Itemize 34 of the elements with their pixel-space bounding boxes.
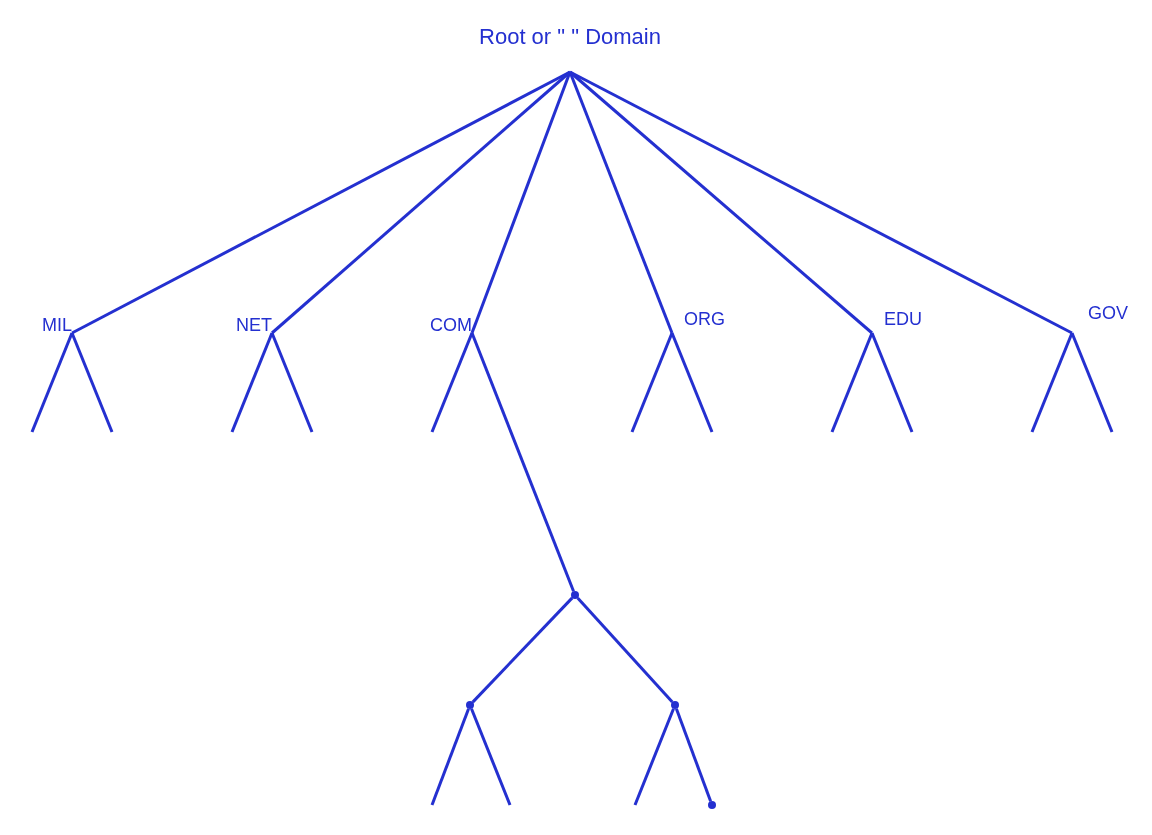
tree-branch-line bbox=[870, 332, 914, 433]
tree-branch-line bbox=[568, 71, 674, 334]
domain-label: EDU bbox=[872, 310, 928, 334]
tree-branch-line bbox=[830, 332, 874, 433]
tree-branch-line bbox=[430, 708, 470, 806]
domain-label: GOV bbox=[1072, 304, 1136, 334]
tree-branch-line bbox=[470, 708, 512, 806]
junction-dot bbox=[671, 701, 679, 709]
tree-branch-line bbox=[630, 332, 674, 433]
tree-branch-line bbox=[576, 596, 674, 704]
domain-label: MIL bbox=[14, 316, 72, 334]
domain-label: COM bbox=[412, 316, 472, 334]
tree-branch-line bbox=[470, 332, 575, 592]
domain-label: NET bbox=[212, 316, 272, 334]
junction-dot bbox=[708, 801, 716, 809]
tree-branch-line bbox=[670, 332, 714, 433]
tree-branch-line bbox=[230, 332, 274, 433]
tree-branch-line bbox=[569, 70, 1073, 335]
tree-branch-line bbox=[271, 70, 571, 335]
tree-branch-line bbox=[675, 708, 712, 802]
junction-dot bbox=[571, 591, 579, 599]
tree-branch-line bbox=[30, 332, 74, 433]
tree-branch-line bbox=[270, 332, 314, 433]
tree-branch-line bbox=[1070, 332, 1114, 433]
tree-branch-line bbox=[1030, 332, 1074, 433]
root-label: Root or " " Domain bbox=[440, 24, 700, 72]
tree-branch-line bbox=[430, 332, 474, 433]
tree-branch-line bbox=[471, 596, 574, 704]
junction-dot bbox=[466, 701, 474, 709]
domain-label: ORG bbox=[672, 310, 728, 334]
tree-branch-line bbox=[569, 70, 873, 335]
tree-branch-line bbox=[633, 708, 675, 806]
tree-branch-line bbox=[70, 332, 114, 433]
tree-branch-line bbox=[470, 71, 572, 334]
